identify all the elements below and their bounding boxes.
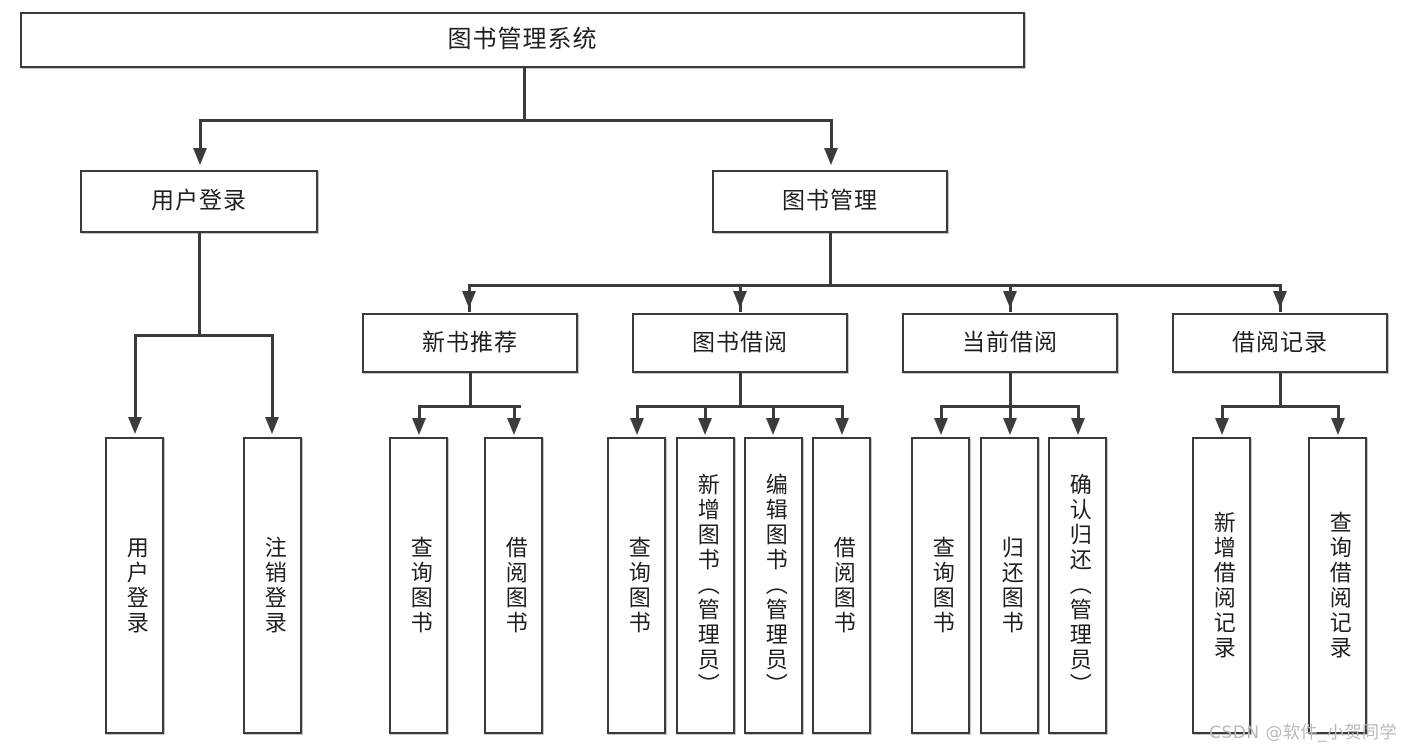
connector-current-borrow-leaf-3 [1077, 405, 1080, 419]
leaf-query-book-current[interactable]: 查询图书 [911, 437, 970, 734]
arrowhead-current-borrow-leaf-2 [1003, 418, 1017, 435]
node-label: 图书借阅 [692, 329, 788, 356]
leaf-label: 新增借阅记录 [1209, 510, 1235, 661]
leaf-label: 查询借阅记录 [1325, 510, 1351, 661]
node-book-borrow[interactable]: 图书借阅 [632, 313, 848, 373]
connector-current-borrow-leaf-1 [940, 405, 943, 419]
arrowhead-book-borrow-leaf-2 [698, 418, 712, 435]
arrowhead-current-borrow-leaf-1 [934, 418, 948, 435]
arrowhead-leaf-logout [265, 417, 279, 434]
arrowhead-book-borrow-leaf-4 [835, 418, 849, 435]
leaf-query-borrow-record[interactable]: 查询借阅记录 [1308, 437, 1367, 734]
arrowhead-borrow-record [1273, 291, 1287, 308]
leaf-logout[interactable]: 注销登录 [243, 437, 302, 734]
arrowhead-current-borrow-leaf-3 [1071, 418, 1085, 435]
connector-book-borrow-leaf-1 [636, 405, 639, 419]
connector-borrow-record-bar [1221, 405, 1339, 408]
arrowhead-borrow-record-leaf-2 [1331, 418, 1345, 435]
connector-user-login-to-leaf-2 [271, 334, 274, 418]
node-new-book-recommend[interactable]: 新书推荐 [362, 313, 578, 373]
node-label: 借阅记录 [1232, 329, 1328, 356]
node-label: 图书管理系统 [447, 25, 598, 54]
leaf-label: 用户登录 [122, 535, 148, 636]
arrowhead-new-book-leaf-2 [507, 418, 521, 435]
leaf-edit-book-admin[interactable]: 编辑图书（管理员） [744, 437, 803, 734]
arrowhead-new-book-leaf-1 [412, 418, 426, 435]
node-current-borrow[interactable]: 当前借阅 [902, 313, 1118, 373]
leaf-return-book[interactable]: 归还图书 [980, 437, 1039, 734]
connector-user-login-to-leaf-1 [134, 334, 137, 418]
node-borrow-record[interactable]: 借阅记录 [1172, 313, 1388, 373]
connector-borrow-record-stem [1279, 373, 1282, 406]
arrowhead-borrow-record-leaf-1 [1215, 418, 1229, 435]
connector-new-book-leaf-2 [513, 405, 516, 419]
connector-root-bar [199, 119, 832, 122]
connector-new-book-stem [469, 373, 472, 406]
leaf-label: 查询图书 [406, 535, 432, 636]
arrowhead-current-borrow [1003, 291, 1017, 308]
leaf-query-book-borrow[interactable]: 查询图书 [607, 437, 666, 734]
connector-book-management-bar [468, 284, 1280, 287]
arrowhead-book-borrow-leaf-3 [766, 418, 780, 435]
leaf-query-book-newbook[interactable]: 查询图书 [389, 437, 448, 734]
leaf-label: 借阅图书 [501, 535, 527, 636]
connector-book-borrow-leaf-3 [772, 405, 775, 419]
leaf-label: 借阅图书 [829, 535, 855, 636]
arrowhead-book-borrow [733, 291, 747, 308]
leaf-label: 编辑图书（管理员） [761, 473, 787, 698]
leaf-confirm-return-admin[interactable]: 确认归还（管理员） [1048, 437, 1107, 734]
connector-book-borrow-leaf-4 [841, 405, 844, 419]
leaf-label: 确认归还（管理员） [1065, 473, 1091, 698]
connector-book-management-stem [829, 233, 832, 285]
arrowhead-user-login [193, 148, 207, 165]
node-label: 图书管理 [782, 188, 878, 215]
leaf-add-book-admin[interactable]: 新增图书（管理员） [676, 437, 735, 734]
connector-borrow-record-leaf-2 [1337, 405, 1340, 419]
connector-current-borrow-leaf-2 [1009, 405, 1012, 419]
connector-book-borrow-bar [636, 405, 843, 408]
connector-book-borrow-leaf-2 [704, 405, 707, 419]
node-user-login[interactable]: 用户登录 [80, 170, 318, 233]
node-root-book-management-system[interactable]: 图书管理系统 [20, 12, 1025, 68]
leaf-label: 新增图书（管理员） [693, 473, 719, 698]
connector-root-to-book-management [830, 119, 833, 149]
node-book-management[interactable]: 图书管理 [712, 170, 948, 233]
connector-user-login-stem [198, 233, 201, 335]
arrowhead-book-management [824, 148, 838, 165]
leaf-user-login[interactable]: 用户登录 [105, 437, 164, 734]
connector-new-book-leaf-1 [418, 405, 421, 419]
leaf-label: 查询图书 [928, 535, 954, 636]
leaf-label: 归还图书 [997, 535, 1023, 636]
connector-book-borrow-stem [739, 373, 742, 406]
leaf-borrow-book[interactable]: 借阅图书 [812, 437, 871, 734]
leaf-add-borrow-record[interactable]: 新增借阅记录 [1192, 437, 1251, 734]
leaf-label: 注销登录 [260, 535, 286, 636]
node-label: 新书推荐 [422, 329, 518, 356]
leaf-label: 查询图书 [624, 535, 650, 636]
node-label: 当前借阅 [962, 329, 1058, 356]
connector-new-book-bar [418, 405, 521, 408]
leaf-borrow-book-newbook[interactable]: 借阅图书 [484, 437, 543, 734]
connector-user-login-bar [134, 334, 273, 337]
connector-current-borrow-stem [1009, 373, 1012, 406]
node-label: 用户登录 [151, 188, 247, 215]
arrowhead-book-borrow-leaf-1 [630, 418, 644, 435]
arrowhead-leaf-user-login [128, 417, 142, 434]
connector-borrow-record-leaf-1 [1221, 405, 1224, 419]
connector-root-stem [523, 68, 526, 120]
connector-root-to-user-login [199, 119, 202, 149]
arrowhead-new-book [462, 291, 476, 308]
